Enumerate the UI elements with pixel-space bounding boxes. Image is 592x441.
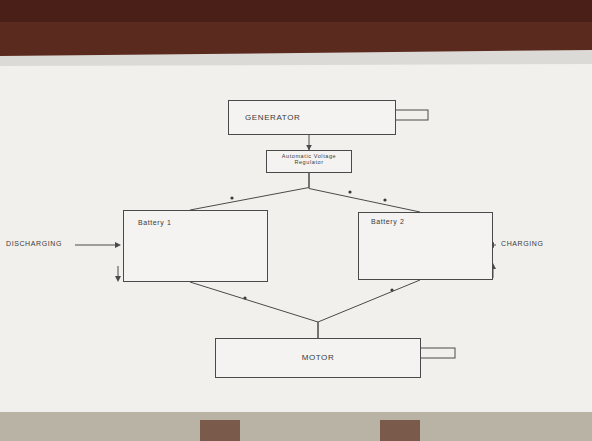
switch-contact [230, 196, 233, 199]
state-label: DISCHARGING [5, 240, 63, 247]
wall [0, 0, 592, 56]
foot [380, 420, 420, 441]
block-label: Battery 2 [371, 218, 492, 226]
wire-connector [309, 135, 310, 150]
state-label: CHARGING [500, 240, 545, 247]
motor-shaft [415, 348, 455, 358]
block-box: Battery 2 [358, 212, 493, 280]
block-label: MOTOR [220, 353, 416, 362]
arrow-head [115, 242, 121, 248]
arrow-head [115, 276, 121, 282]
wire-connector [318, 280, 420, 338]
switch-contact [383, 198, 386, 201]
discharge-arrow [75, 245, 119, 246]
floor [0, 412, 592, 441]
block-box: MOTOR [215, 338, 421, 378]
switch-contact [348, 190, 351, 193]
block-label: GENERATOR [245, 113, 395, 122]
wall-shadow [0, 0, 592, 22]
block-label: Automatic Voltage Regulator [270, 153, 348, 166]
wire-connector [309, 173, 420, 212]
block-box: Battery 1 [123, 210, 268, 282]
block-label: Battery 1 [138, 219, 267, 227]
foot [200, 420, 240, 441]
wire-connector [190, 282, 318, 338]
block-box: Automatic Voltage Regulator [266, 150, 352, 173]
wire-connector [190, 173, 309, 210]
paper-edge [0, 50, 592, 66]
block-box: GENERATOR [228, 100, 396, 135]
